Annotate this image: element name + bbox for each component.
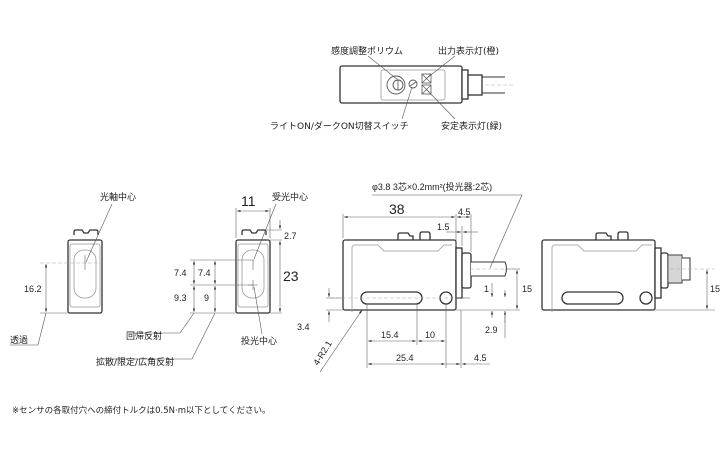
label-through-beam: 透過 [10,335,28,346]
dim-9: 9 [204,293,209,303]
dim-4-5-bottom: 4.5 [474,353,487,363]
front-view-through-beam [10,203,113,346]
label-output-indicator: 出力表示灯(橙) [438,45,499,57]
side-view-connector [541,231,715,312]
switch-icon [408,79,418,89]
dim-23: 23 [283,268,299,284]
footnote: ※センサの各取付穴への締付トルクは0.5N·m以下としてください。 [12,406,271,416]
dim-25-4: 25.4 [396,353,414,363]
label-sensitivity-pot: 感度調整ポリウム [331,45,403,57]
dim-3-4: 3.4 [297,322,310,332]
dim-1-5: 1.5 [437,222,450,232]
dim-10: 10 [425,330,435,340]
dim-hole-radius: 4-R2.1 [311,339,334,367]
dim-38: 38 [389,201,405,217]
side-view-cable [319,194,523,373]
front-view-reflective [100,203,282,360]
dim-15-4: 15.4 [381,330,399,340]
dim-16-2: 16.2 [24,284,42,294]
cable-spec: φ3.8 3芯×0.2mm²(投光器:2芯) [372,181,492,192]
dim-1: 1 [484,284,489,294]
label-retroreflective: 回帰反射 [126,330,162,342]
dim-11: 11 [241,193,256,209]
dim-7-4-diffuse: 7.4 [198,268,211,278]
dim-15-connector: 15 [710,284,720,294]
label-emitter-center: 投光中心 [241,335,277,347]
dim-4-5-top: 4.5 [458,207,471,217]
label-stability-indicator: 安定表示灯(緑) [441,120,502,132]
dim-2-9: 2.9 [485,325,498,335]
label-receiver-center: 受光中心 [272,191,308,203]
dim-15-side: 15 [522,284,532,294]
label-optical-axis-center: 光軸中心 [100,191,136,203]
label-mode-switch: ライトON/ダークON切替スイッチ [270,120,409,132]
dim-7-4-retro: 7.4 [174,268,187,278]
label-diffuse-limited-wide: 拡散/限定/広角反射 [96,356,174,368]
dim-9-3: 9.3 [174,293,187,303]
top-view-sensor [339,55,515,120]
dim-2-7: 2.7 [284,231,297,241]
